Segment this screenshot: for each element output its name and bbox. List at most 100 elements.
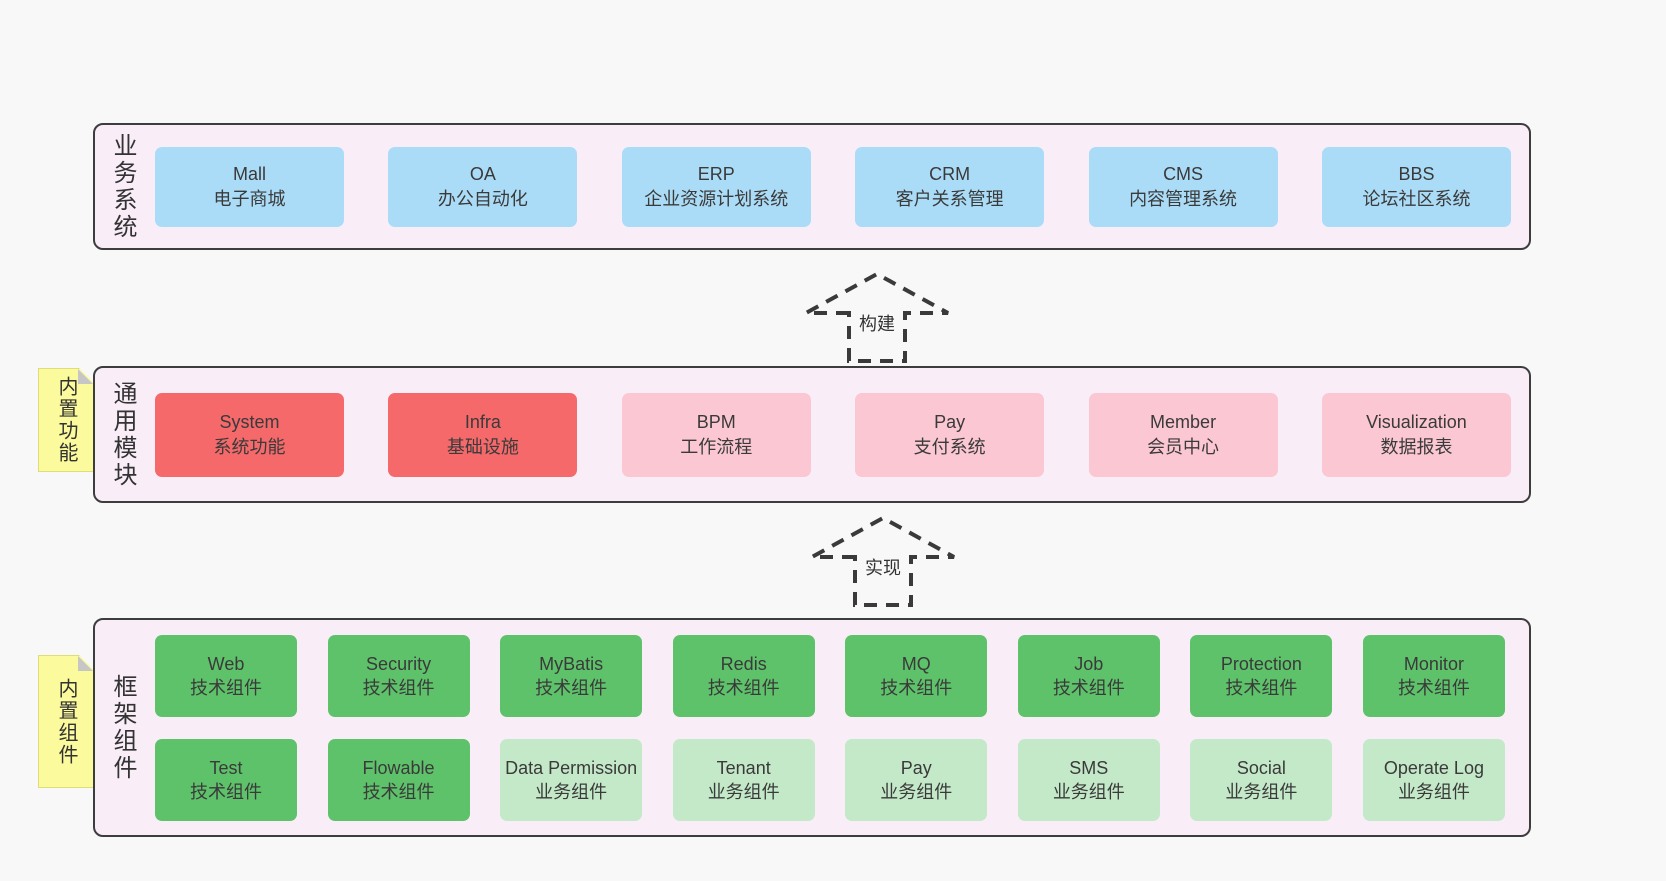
box-subtitle: 技术组件 [1397,677,1470,698]
panel-label-framework-components: 框架组件 [109,673,136,782]
panel-label-zone: 框架组件 [95,620,149,835]
box-title: Operate Log [1383,757,1484,778]
box-mall: Mall 电子商城 [155,146,344,227]
components-row-2: Test 技术组件 Flowable 技术组件 Data Permission … [155,738,1505,821]
box-subtitle: 办公自动化 [437,188,528,209]
box-subtitle: 技术组件 [190,781,262,802]
box-operate-log: Operate Log 业务组件 [1362,738,1505,821]
box-subtitle: 技术组件 [1052,677,1125,698]
box-tenant: Tenant 业务组件 [672,738,815,821]
box-title: OA [469,163,496,184]
box-title: ERP [697,163,735,184]
box-subtitle: 支付系统 [913,436,986,457]
box-title: Test [209,757,243,778]
sticky-note-text: 内置功能 [55,376,77,464]
box-title: BPM [696,411,736,432]
box-subtitle: 内容管理系统 [1129,188,1238,209]
box-title: SMS [1069,757,1109,778]
box-subtitle: 业务组件 [880,781,953,802]
box-protection: Protection 技术组件 [1190,634,1333,717]
box-test: Test 技术组件 [155,738,297,821]
box-title: Pay [900,757,932,778]
box-subtitle: 业务组件 [1052,781,1125,802]
panel-label-business-systems: 业务系统 [109,132,136,241]
box-pay-system: Pay 支付系统 [855,392,1045,477]
folded-corner-icon [78,656,93,671]
up-block-arrow-icon [805,271,949,363]
box-title: Member [1150,411,1217,432]
sticky-note-text: 内置组件 [55,677,77,766]
box-subtitle: 技术组件 [362,781,435,802]
components-row-1: Web 技术组件 Security 技术组件 MyBatis 技术组件 Redi… [155,634,1505,717]
box-web: Web 技术组件 [155,634,297,717]
box-title: Protection [1220,653,1302,674]
box-title: Social [1236,757,1286,778]
box-mq: MQ 技术组件 [845,634,988,717]
box-erp: ERP 企业资源计划系统 [621,146,811,227]
box-data-permission: Data Permission 业务组件 [500,738,643,821]
box-title: MQ [901,653,931,674]
box-bbs: BBS 论坛社区系统 [1321,146,1511,227]
box-subtitle: 技术组件 [190,677,262,698]
box-title: Security [366,653,432,674]
box-title: Tenant [716,757,771,778]
box-system: System 系统功能 [155,392,344,477]
box-subtitle: 技术组件 [1225,677,1298,698]
box-title: Job [1074,653,1104,674]
box-subtitle: 电子商城 [213,188,286,209]
box-title: BBS [1398,163,1435,184]
box-subtitle: 技术组件 [880,677,953,698]
box-title: Data Permission [505,757,638,778]
box-job: Job 技术组件 [1017,634,1160,717]
box-social: Social 业务组件 [1190,738,1333,821]
box-title: System [219,411,280,432]
up-block-arrow-icon [811,515,955,607]
box-redis: Redis 技术组件 [672,634,815,717]
box-sms: SMS 业务组件 [1017,738,1160,821]
box-oa: OA 办公自动化 [388,146,578,227]
box-cms: CMS 内容管理系统 [1088,146,1278,227]
components-rows: Web 技术组件 Security 技术组件 MyBatis 技术组件 Redi… [149,620,1529,835]
box-subtitle: 基础设施 [446,436,519,457]
box-title: Pay [934,411,966,432]
sticky-note-built-in-components: 内置组件 [38,655,94,788]
box-title: Visualization [1366,411,1467,432]
panel-label-zone: 通用模块 [95,368,149,501]
box-subtitle: 客户关系管理 [895,188,1004,209]
sticky-note-built-in-functions: 内置功能 [38,368,94,472]
box-title: Infra [464,411,501,432]
box-subtitle: 技术组件 [707,677,780,698]
box-visualization: Visualization 数据报表 [1321,392,1511,477]
box-title: Flowable [362,757,435,778]
panel-business-systems: 业务系统 Mall 电子商城 OA 办公自动化 ERP 企业资源计划系统 CRM… [93,123,1531,250]
box-subtitle: 技术组件 [535,677,608,698]
box-title: MyBatis [539,653,604,674]
box-subtitle: 数据报表 [1380,436,1453,457]
box-bpm: BPM 工作流程 [621,392,811,477]
box-subtitle: 系统功能 [213,436,286,457]
box-title: CMS [1163,163,1204,184]
panel-label-common-modules: 通用模块 [109,380,136,489]
box-title: Mall [232,163,266,184]
arrow-build-label: 构建 [855,310,899,336]
box-monitor: Monitor 技术组件 [1362,634,1505,717]
box-security: Security 技术组件 [327,634,470,717]
box-subtitle: 业务组件 [707,781,780,802]
box-title: CRM [929,163,971,184]
box-pay-component: Pay 业务组件 [845,738,988,821]
panel-common-modules: 通用模块 System 系统功能 Infra 基础设施 BPM 工作流程 Pay… [93,366,1531,503]
box-flowable: Flowable 技术组件 [327,738,470,821]
box-title: Monitor [1403,653,1464,674]
modules-box-row: System 系统功能 Infra 基础设施 BPM 工作流程 Pay 支付系统… [149,368,1529,501]
box-subtitle: 业务组件 [1397,781,1470,802]
box-subtitle: 技术组件 [362,677,435,698]
box-subtitle: 企业资源计划系统 [644,188,789,209]
box-subtitle: 论坛社区系统 [1362,188,1471,209]
box-title: Web [207,653,245,674]
box-subtitle: 业务组件 [1225,781,1298,802]
panel-framework-components: 框架组件 Web 技术组件 Security 技术组件 MyBatis 技术组件… [93,618,1531,837]
folded-corner-icon [78,369,93,384]
box-mybatis: MyBatis 技术组件 [500,634,643,717]
business-box-row: Mall 电子商城 OA 办公自动化 ERP 企业资源计划系统 CRM 客户关系… [149,125,1529,248]
box-subtitle: 会员中心 [1147,436,1220,457]
